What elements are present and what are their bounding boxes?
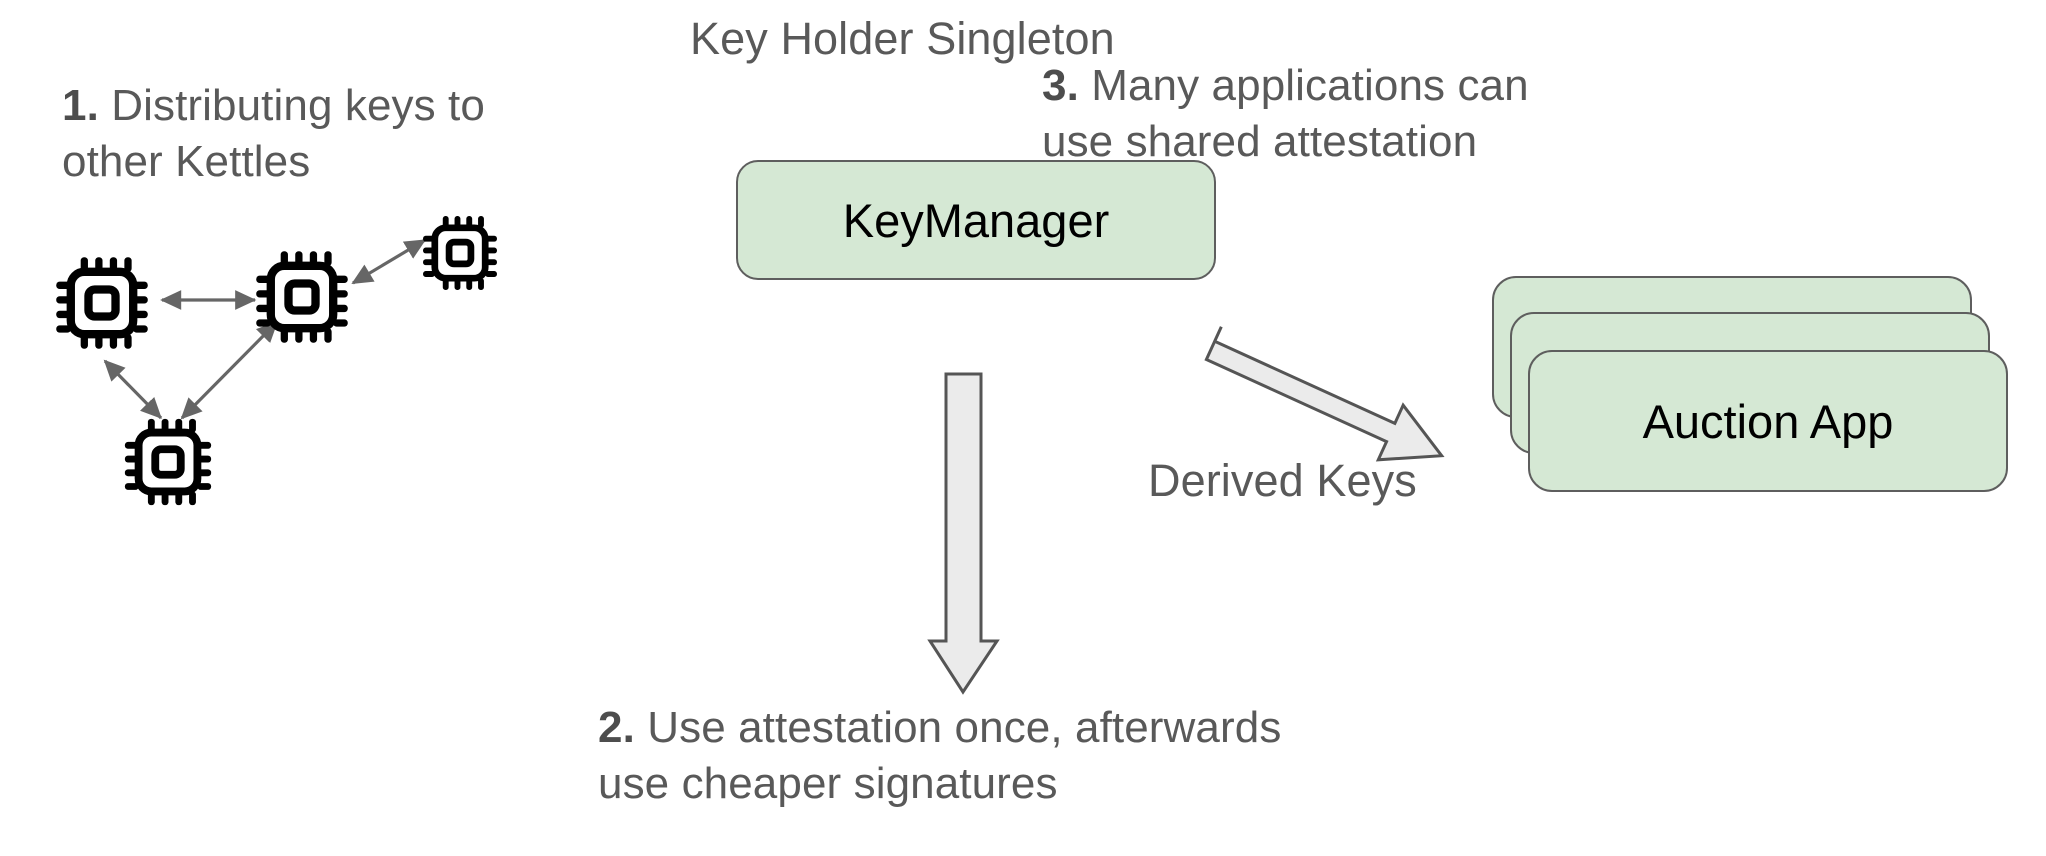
caption-step-3: 3. Many applications can use shared atte… bbox=[1042, 58, 1662, 171]
caption-step-1-text: Distributing keys to other Kettles bbox=[62, 81, 485, 187]
connector-kettle4-kettle2 bbox=[180, 320, 279, 420]
caption-step-1-number: 1. bbox=[62, 81, 99, 130]
connector-kettle2-kettle3 bbox=[351, 238, 427, 285]
node-keymanager-label: KeyManager bbox=[842, 193, 1110, 247]
caption-step-2-number: 2. bbox=[598, 703, 635, 752]
caption-step-3-text: Many applications can use shared attesta… bbox=[1042, 61, 1529, 167]
caption-step-2-text: Use attestation once, afterwards use che… bbox=[598, 703, 1282, 809]
cpu-chip-icon[interactable] bbox=[256, 251, 348, 343]
caption-step-2: 2. Use attestation once, afterwards use … bbox=[598, 700, 1548, 813]
caption-step-1: 1. Distributing keys to other Kettles bbox=[62, 78, 622, 191]
down-arrow-icon bbox=[927, 372, 1000, 695]
connector-kettle1-kettle4 bbox=[103, 359, 163, 420]
edge-label-derived-keys: Derived Keys bbox=[1148, 455, 1417, 506]
node-auction-app[interactable]: Auction App bbox=[1528, 350, 2008, 492]
node-keymanager[interactable]: KeyManager bbox=[736, 160, 1216, 280]
cpu-chip-icon[interactable] bbox=[423, 216, 497, 290]
cpu-chip-icon[interactable] bbox=[125, 419, 211, 505]
cpu-chip-icon[interactable] bbox=[56, 257, 148, 349]
caption-step-3-number: 3. bbox=[1042, 61, 1079, 110]
node-auction-app-label: Auction App bbox=[1642, 394, 1894, 448]
diagram-title: Key Holder Singleton bbox=[690, 13, 1115, 64]
